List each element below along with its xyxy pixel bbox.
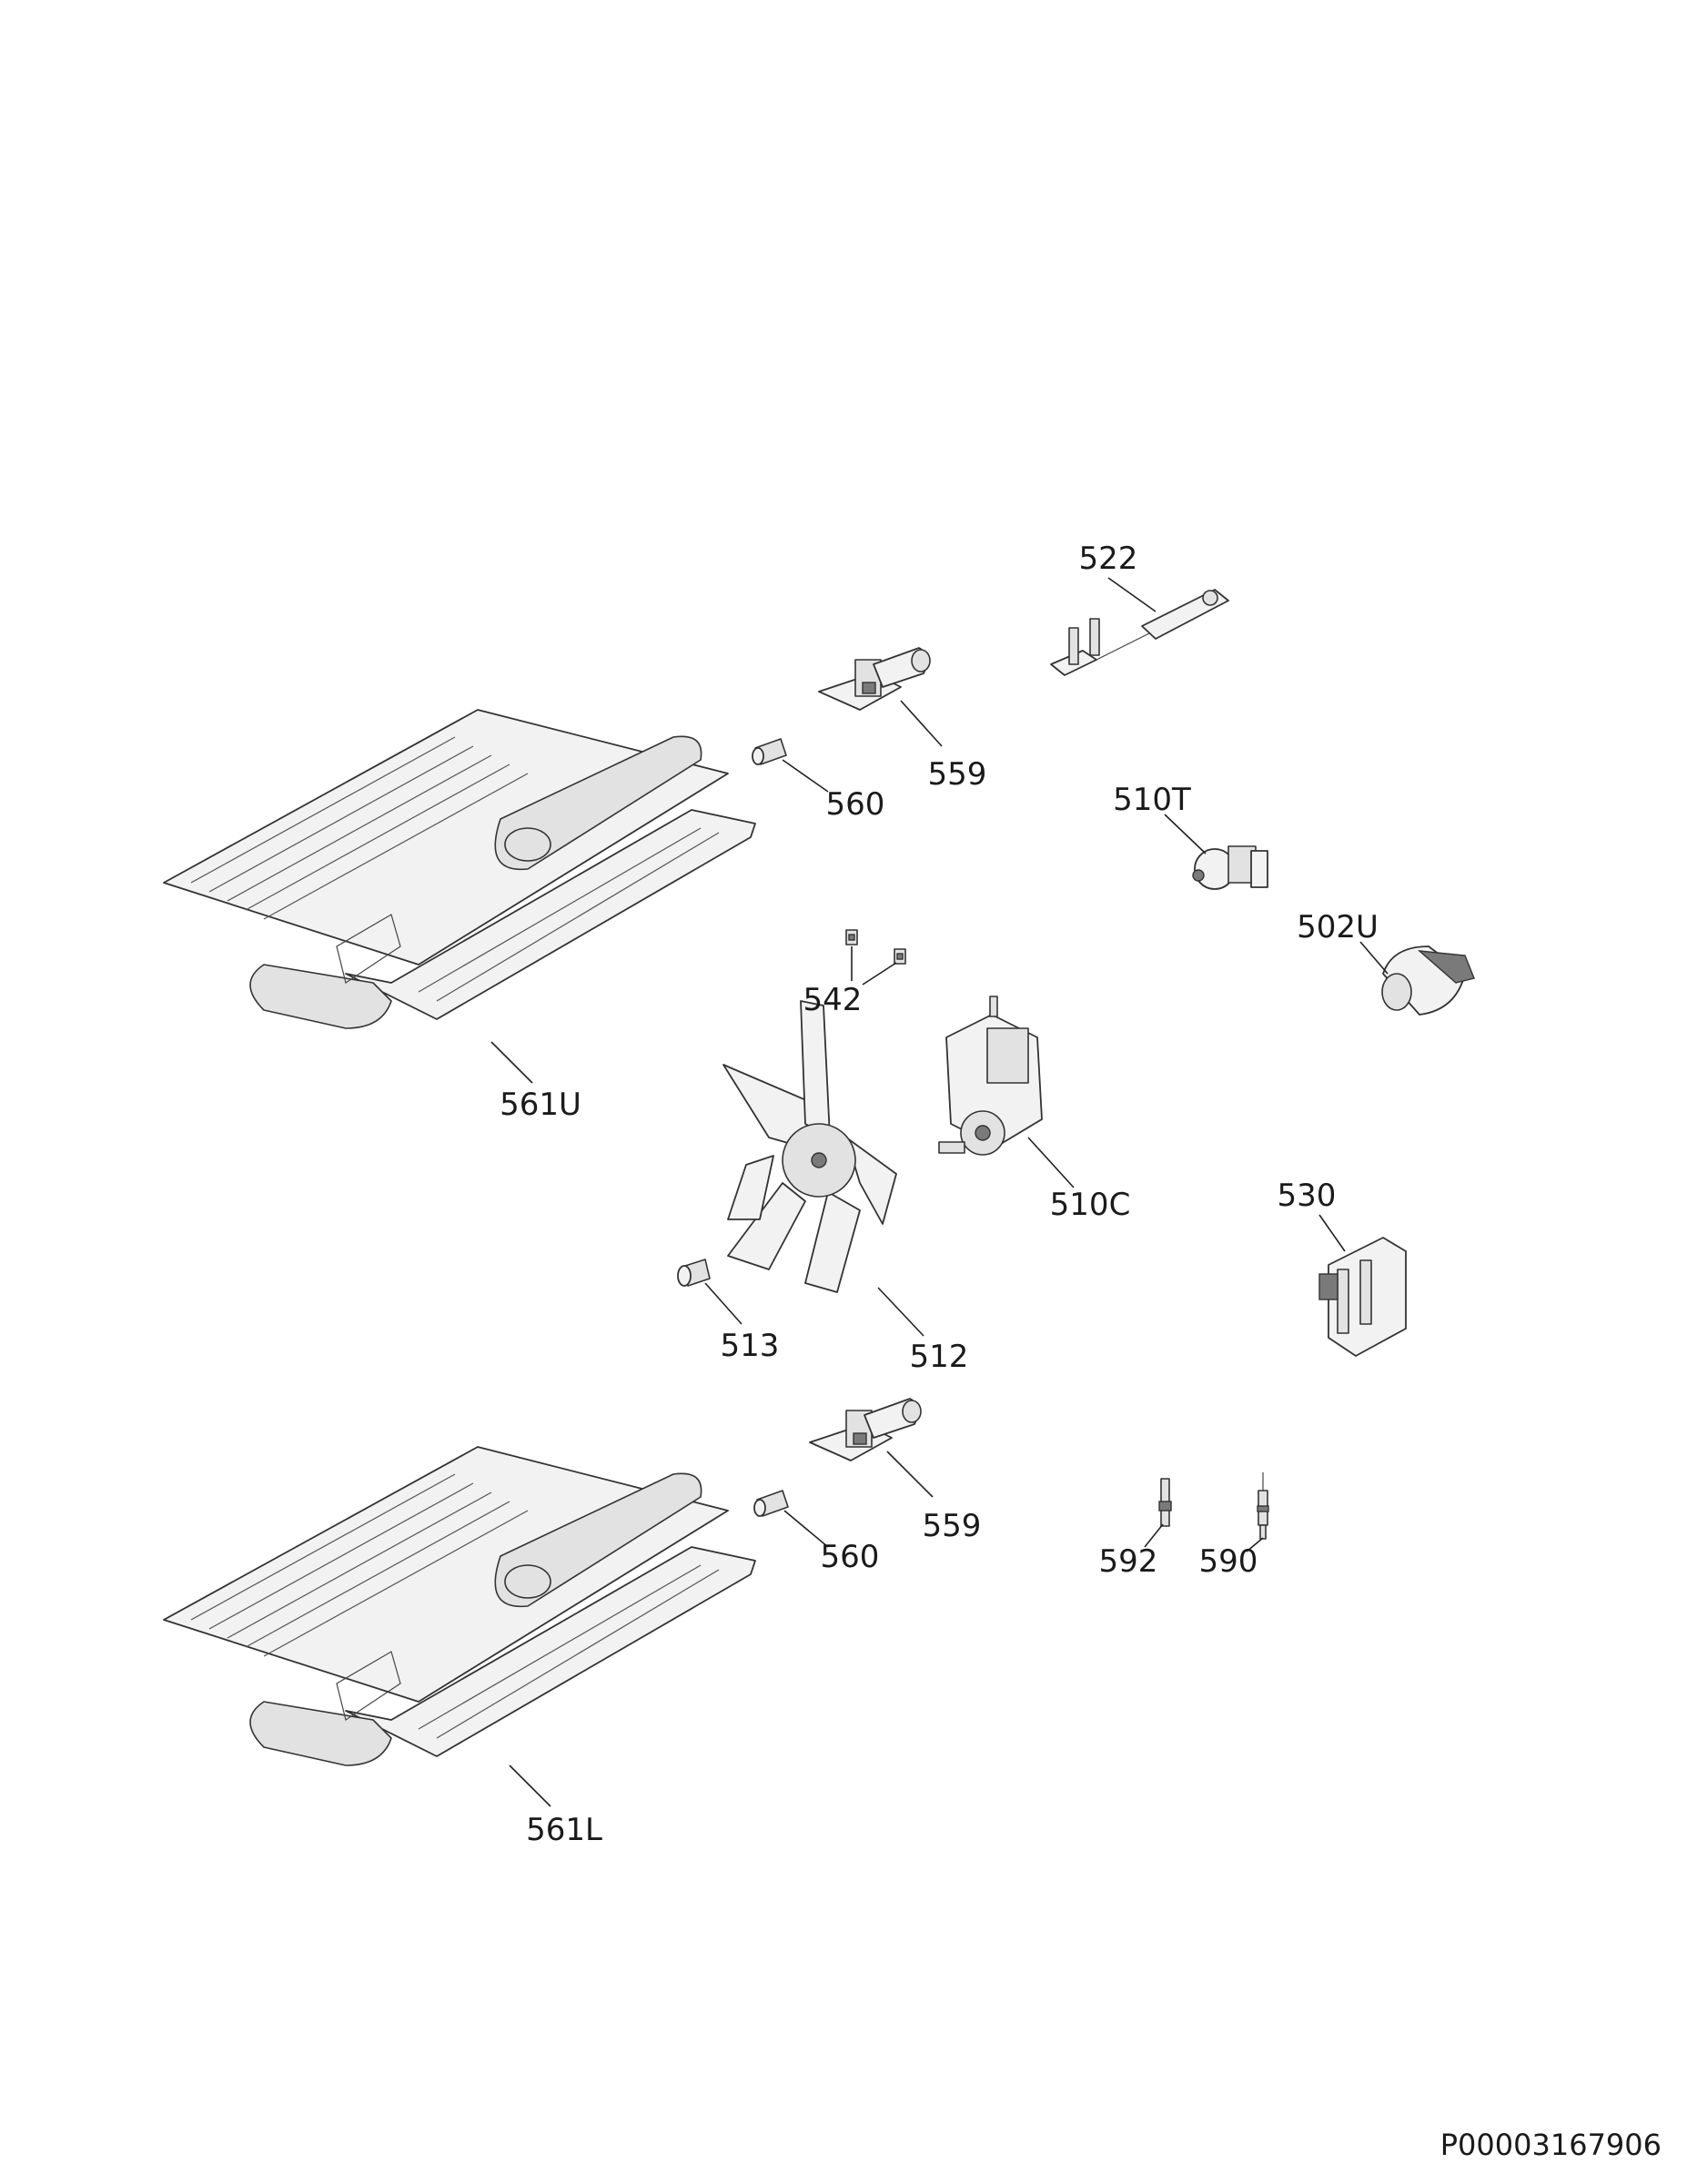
bracket-530-part [1318, 1237, 1407, 1357]
leader-592 [1144, 1523, 1164, 1548]
leader-510t [1164, 814, 1207, 854]
label-513: 513 [721, 1328, 780, 1364]
leader-559-upper [900, 700, 943, 747]
leader-502u [1359, 941, 1389, 975]
injector-560-lower-part [753, 1490, 789, 1517]
label-530: 530 [1278, 1178, 1337, 1214]
leader-561l [509, 1764, 551, 1807]
burner-561l-slots [190, 1473, 720, 1739]
label-542: 542 [803, 982, 863, 1018]
label-560-upper: 560 [826, 786, 885, 823]
leader-542-b [862, 962, 897, 986]
part-labels: 522 559 560 510T 502U 542 561U 510C 530 … [500, 541, 1379, 1848]
drawing-code: P00003167906 [1440, 2128, 1662, 2162]
label-510c: 510C [1050, 1187, 1131, 1223]
label-502u: 502U [1297, 909, 1379, 945]
leader-559-lower [886, 1451, 934, 1498]
label-592: 592 [1099, 1543, 1158, 1580]
leader-lines [490, 577, 1389, 1807]
label-561u: 561U [500, 1087, 581, 1123]
leader-560-lower [783, 1510, 829, 1548]
leader-510c [1027, 1137, 1075, 1188]
fan-motor-510c-part [938, 996, 1043, 1156]
clips-542-part [845, 929, 906, 965]
valve-559-upper-part [818, 647, 931, 711]
burner-561u-part [163, 709, 756, 1029]
leader-530 [1318, 1214, 1346, 1252]
label-559-lower: 559 [923, 1508, 982, 1544]
label-512: 512 [910, 1339, 969, 1375]
burner-561u-slots [190, 736, 720, 1002]
injector-560-upper-part [752, 738, 787, 765]
leader-561u [490, 1041, 533, 1084]
leader-590 [1246, 1537, 1264, 1552]
lamp-502u-part [1381, 945, 1475, 1016]
bracket-522-part [1050, 589, 1229, 676]
spark-plug-590-part [1257, 1472, 1269, 1540]
label-522: 522 [1079, 541, 1138, 577]
label-590: 590 [1199, 1543, 1258, 1580]
leader-512 [877, 1287, 924, 1337]
valve-559-lower-part [809, 1398, 922, 1461]
motor-510t-part [1192, 845, 1268, 890]
label-560-lower: 560 [821, 1539, 880, 1575]
label-561l: 561L [526, 1812, 602, 1848]
burner-561l-part [163, 1446, 756, 1766]
thermocouple-592-part [1158, 1478, 1172, 1527]
leader-513 [704, 1282, 742, 1325]
leader-522 [1107, 577, 1157, 612]
label-559-upper: 559 [928, 756, 987, 793]
label-510t: 510T [1113, 782, 1191, 818]
leader-560-upper [782, 759, 829, 793]
fan-blade-512-part [722, 1000, 897, 1293]
nut-513-part [677, 1259, 711, 1287]
